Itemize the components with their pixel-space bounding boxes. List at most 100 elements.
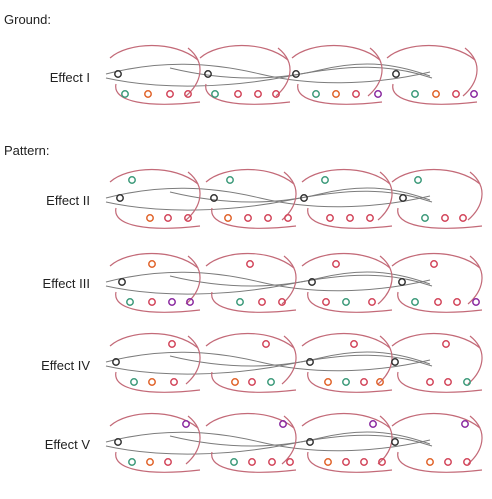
row4-dot-upper-5 <box>112 358 120 366</box>
row5-dot-lower-5 <box>248 458 256 466</box>
row2-dot-upper-1 <box>128 176 136 184</box>
row2-arc-side-1 <box>185 171 201 221</box>
row1-dot-lower-7 <box>254 90 262 98</box>
row2-arc-top-1 <box>109 169 199 185</box>
row4-dot-lower-6 <box>267 378 275 386</box>
row3-arc-side-3 <box>377 255 393 305</box>
row5-dot-lower-2 <box>146 458 154 466</box>
row2-dot-upper-2 <box>226 176 234 184</box>
row1-dot-lower-4 <box>184 90 192 98</box>
row5-arc-bottom-3 <box>307 451 393 473</box>
row5-dot-lower-7 <box>286 458 294 466</box>
row3-dot-lower-3 <box>168 298 176 306</box>
row4-dot-lower-10 <box>376 378 384 386</box>
row3-dot-lower-4 <box>186 298 194 306</box>
row5-arc-top-3 <box>301 413 391 429</box>
row4-thread-b <box>105 354 433 375</box>
row3-dot-lower-11 <box>411 298 419 306</box>
row3-thread-b <box>105 274 433 295</box>
row4-arc-bottom-4 <box>397 371 483 393</box>
row1-dot-lower-15 <box>452 90 460 98</box>
row3-dot-lower-2 <box>148 298 156 306</box>
row1-dot-upper-1 <box>114 70 122 78</box>
row3-dot-lower-9 <box>342 298 350 306</box>
row4-dot-upper-2 <box>262 340 270 348</box>
row5-dot-upper-1 <box>182 420 190 428</box>
row4-arc-side-1 <box>185 335 201 385</box>
row1-dot-lower-10 <box>332 90 340 98</box>
row1-dot-lower-2 <box>144 90 152 98</box>
row4-dot-lower-7 <box>324 378 332 386</box>
row4-arc-top-2 <box>205 333 295 349</box>
row3-arc-bottom-2 <box>211 291 297 313</box>
effect-iii-label: Effect III <box>42 276 90 291</box>
row1-arc-side-2 <box>275 47 291 97</box>
row1-dot-lower-14 <box>432 90 440 98</box>
row1-dot-upper-4 <box>392 70 400 78</box>
row2-dot-lower-11 <box>421 214 429 222</box>
row5-dot-upper-5 <box>114 438 122 446</box>
row4-dot-upper-7 <box>391 358 399 366</box>
row2-thread-b <box>105 190 433 211</box>
row5-dot-upper-4 <box>461 420 469 428</box>
row1-dot-upper-3 <box>292 70 300 78</box>
row2-dot-lower-7 <box>284 214 292 222</box>
row4-dot-lower-9 <box>360 378 368 386</box>
row3-arc-side-4 <box>467 255 483 305</box>
row1-thread-a <box>105 63 431 84</box>
effect-ii-label: Effect II <box>46 193 90 208</box>
effect-v-label: Effect V <box>44 437 90 452</box>
row1-arc-bottom-4 <box>392 83 478 105</box>
row5-dot-lower-9 <box>342 458 350 466</box>
row1-thread-c <box>169 63 431 79</box>
effect-iv-label: Effect IV <box>41 358 90 373</box>
row3-dot-lower-1 <box>126 298 134 306</box>
row3-dot-lower-10 <box>368 298 376 306</box>
row1-dot-upper-2 <box>204 70 212 78</box>
row3-arc-top-2 <box>205 253 295 269</box>
row1-arc-side-4 <box>462 47 478 97</box>
row2-thread-a <box>105 187 431 208</box>
row5-dot-lower-6 <box>268 458 276 466</box>
row2-dot-lower-6 <box>264 214 272 222</box>
row2-dot-upper-6 <box>210 194 218 202</box>
row5-dot-lower-8 <box>324 458 332 466</box>
row3-dot-upper-5 <box>118 278 126 286</box>
row5-arc-side-2 <box>281 415 297 465</box>
row1-arc-bottom-1 <box>115 83 201 105</box>
row2-dot-lower-9 <box>346 214 354 222</box>
row1-arc-side-3 <box>367 47 383 97</box>
row2-dot-lower-5 <box>244 214 252 222</box>
ground-heading: Ground: <box>4 12 51 27</box>
row2-arc-top-4 <box>391 169 481 185</box>
row4-arc-bottom-1 <box>115 371 201 393</box>
row2-arc-bottom-2 <box>211 207 297 229</box>
row3-dot-lower-7 <box>278 298 286 306</box>
row3-dot-upper-3 <box>332 260 340 268</box>
row3-dot-lower-14 <box>472 298 480 306</box>
row2-dot-lower-2 <box>164 214 172 222</box>
row2-arc-side-2 <box>281 171 297 221</box>
row2-dot-lower-1 <box>146 214 154 222</box>
row2-arc-bottom-3 <box>307 207 393 229</box>
row1-arc-bottom-2 <box>205 83 291 105</box>
row1-dot-lower-6 <box>234 90 242 98</box>
row4-dot-upper-6 <box>306 358 314 366</box>
row3-arc-side-1 <box>185 255 201 305</box>
row2-dot-upper-3 <box>321 176 329 184</box>
row1-arc-side-1 <box>185 47 201 97</box>
row5-dot-lower-14 <box>463 458 471 466</box>
row3-dot-upper-6 <box>308 278 316 286</box>
row1-arc-bottom-3 <box>297 83 383 105</box>
row3-dot-lower-8 <box>322 298 330 306</box>
row4-dot-lower-1 <box>130 378 138 386</box>
row5-thread-a <box>105 431 431 452</box>
row2-arc-bottom-1 <box>115 207 201 229</box>
row4-arc-top-3 <box>301 333 391 349</box>
row5-dot-lower-11 <box>378 458 386 466</box>
row2-arc-side-3 <box>377 171 393 221</box>
row3-dot-upper-2 <box>246 260 254 268</box>
row2-dot-lower-13 <box>459 214 467 222</box>
row3-arc-top-3 <box>301 253 391 269</box>
row1-arc-top-4 <box>386 45 476 61</box>
